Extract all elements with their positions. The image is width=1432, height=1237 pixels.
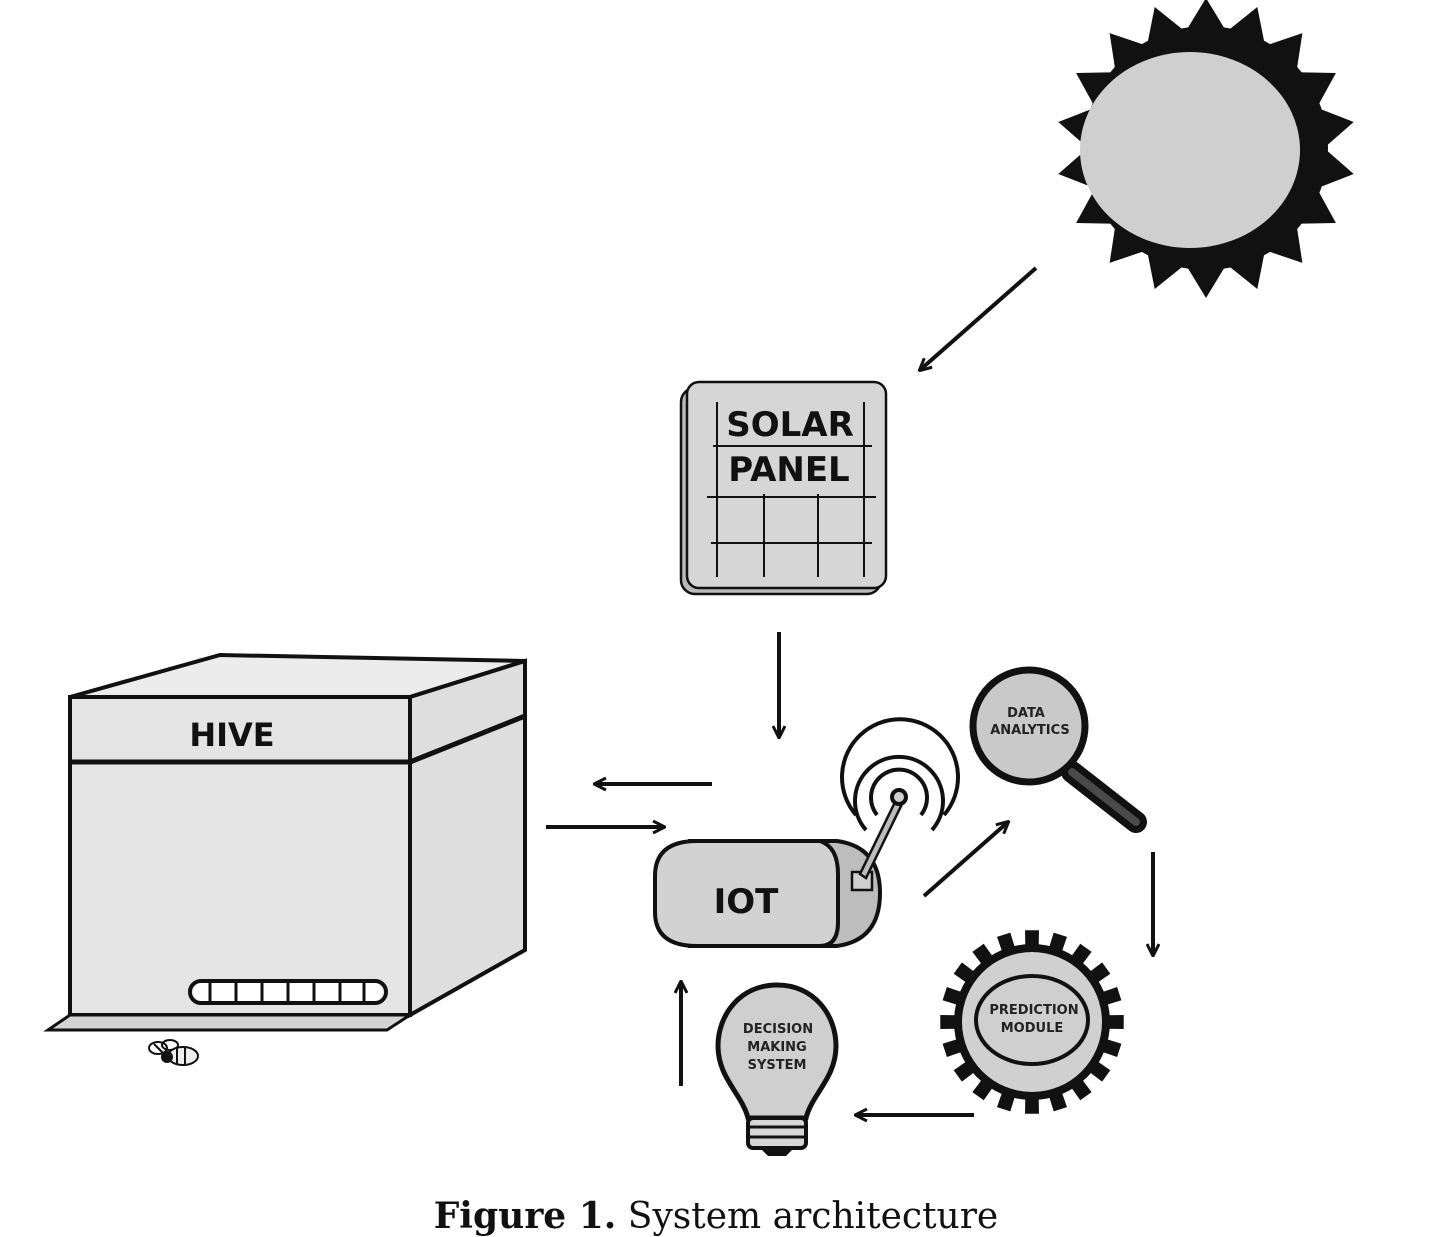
hive-entrance <box>188 979 388 1005</box>
magnifier-icon: DATA ANALYTICS <box>969 666 1147 833</box>
wifi-signal-icon <box>840 717 960 832</box>
solar-panel-label-line2: PANEL <box>728 450 849 490</box>
iot-device-icon: IOT <box>653 796 905 948</box>
data-analytics-label-line1: DATA <box>1007 706 1045 721</box>
prediction-module-label-line1: PREDICTION <box>989 1003 1078 1018</box>
decision-label-line1: DECISION <box>743 1022 813 1037</box>
figure-title: System architecture <box>627 1196 999 1237</box>
data-analytics-label-line2: ANALYTICS <box>990 723 1070 738</box>
iot-label: IOT <box>714 882 780 922</box>
hive-label: HIVE <box>189 716 274 754</box>
gear-icon: PREDICTION MODULE <box>940 930 1124 1114</box>
decision-label-line2: MAKING <box>747 1040 806 1055</box>
arrow-sun-to-solar-panel <box>920 266 1038 370</box>
sun-icon <box>1058 0 1354 298</box>
arrow-iot-to-data-analytics <box>922 822 1008 898</box>
solar-panel-icon: SOLAR PANEL <box>679 380 888 596</box>
solar-panel-label-line1: SOLAR <box>726 405 854 445</box>
figure-number: Figure 1. <box>433 1195 617 1237</box>
decision-label-line3: SYSTEM <box>748 1058 807 1073</box>
lightbulb-icon: DECISION MAKING SYSTEM <box>715 982 839 1156</box>
prediction-module-label-line2: MODULE <box>1001 1021 1064 1036</box>
hive-icon: HIVE <box>43 652 527 1032</box>
bee-icon <box>148 1039 199 1066</box>
figure-caption: Figure 1. System architecture <box>0 1196 1432 1237</box>
